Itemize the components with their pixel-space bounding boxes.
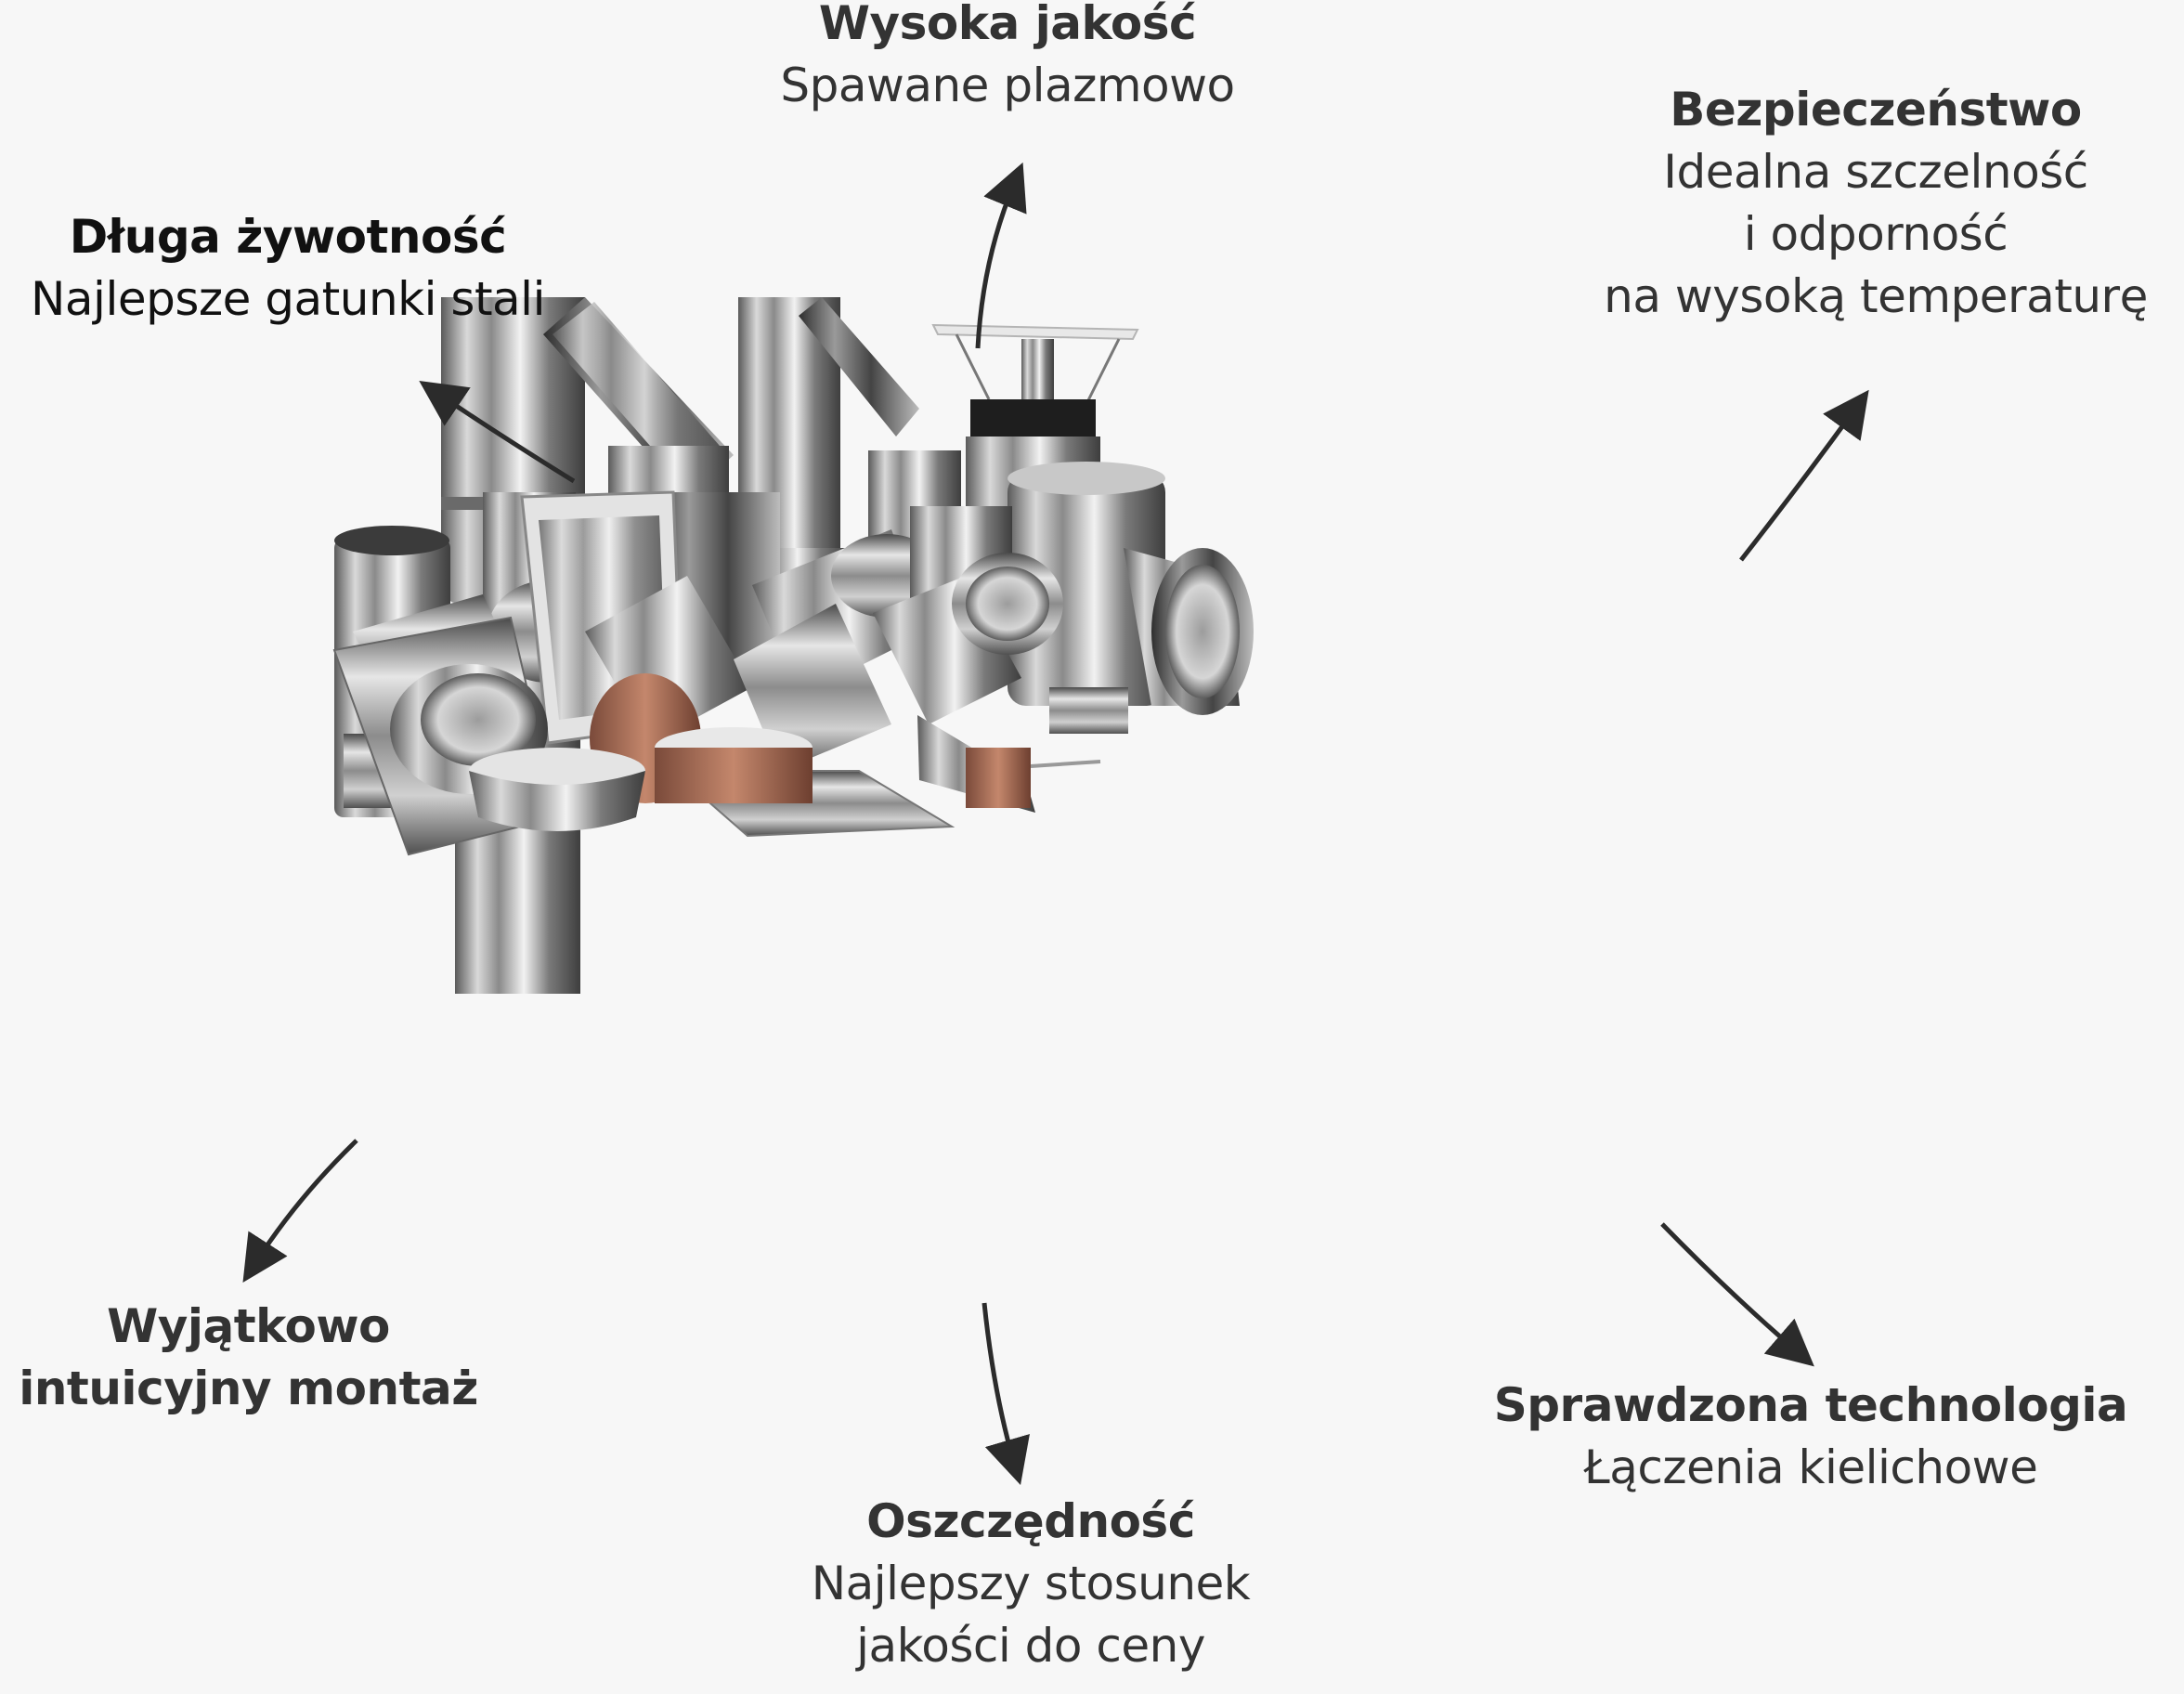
callout-installation-title-line-1: Wyjątkowo <box>107 1299 390 1353</box>
callout-installation-title-line-2: intuicyjny montaż <box>19 1362 478 1415</box>
callout-savings-subtitle-line-2: jakości do ceny <box>856 1619 1205 1673</box>
callout-quality-title: Wysoka jakość <box>818 0 1197 50</box>
callout-safety-title: Bezpieczeństwo <box>1670 83 2082 137</box>
elbow-fittings-right <box>873 506 1063 724</box>
elbow-fittings-center <box>585 529 942 803</box>
tee-fitting-right <box>1008 462 1254 734</box>
callout-technology-title: Sprawdzona technologia <box>1493 1378 2128 1432</box>
callout-durability-title: Długa żywotność <box>69 210 507 264</box>
callout-safety-subtitle-line-3: na wysoką temperaturę <box>1604 269 2148 323</box>
callout-quality: Wysoka jakość Spawane plazmowo <box>724 0 1291 117</box>
callout-durability: Długa żywotność Najlepsze gatunki stali <box>0 206 585 331</box>
callout-durability-subtitle: Najlepsze gatunki stali <box>31 272 545 326</box>
callout-technology: Sprawdzona technologia Łączenia kielicho… <box>1467 1375 2154 1499</box>
callout-safety-subtitle-line-1: Idealna szczelność <box>1663 145 2088 199</box>
oval-caps-front <box>469 715 1101 838</box>
callout-installation: Wyjątkowo intuicyjny montaż <box>0 1296 497 1420</box>
callout-safety-subtitle-line-2: i odporność <box>1743 207 2008 261</box>
callout-safety: Bezpieczeństwo Idealna szczelność i odpo… <box>1560 79 2184 328</box>
callout-quality-subtitle: Spawane plazmowo <box>780 59 1235 112</box>
callout-savings: Oszczędność Najlepszy stosunek jakości d… <box>761 1491 1300 1677</box>
callout-technology-subtitle: Łączenia kielichowe <box>1583 1440 2038 1494</box>
callout-savings-subtitle-line-1: Najlepszy stosunek <box>811 1557 1251 1610</box>
arrow-savings-icon <box>982 1302 1030 1485</box>
product-image-chimney-fittings <box>332 297 1254 994</box>
callout-savings-title: Oszczędność <box>866 1494 1195 1548</box>
